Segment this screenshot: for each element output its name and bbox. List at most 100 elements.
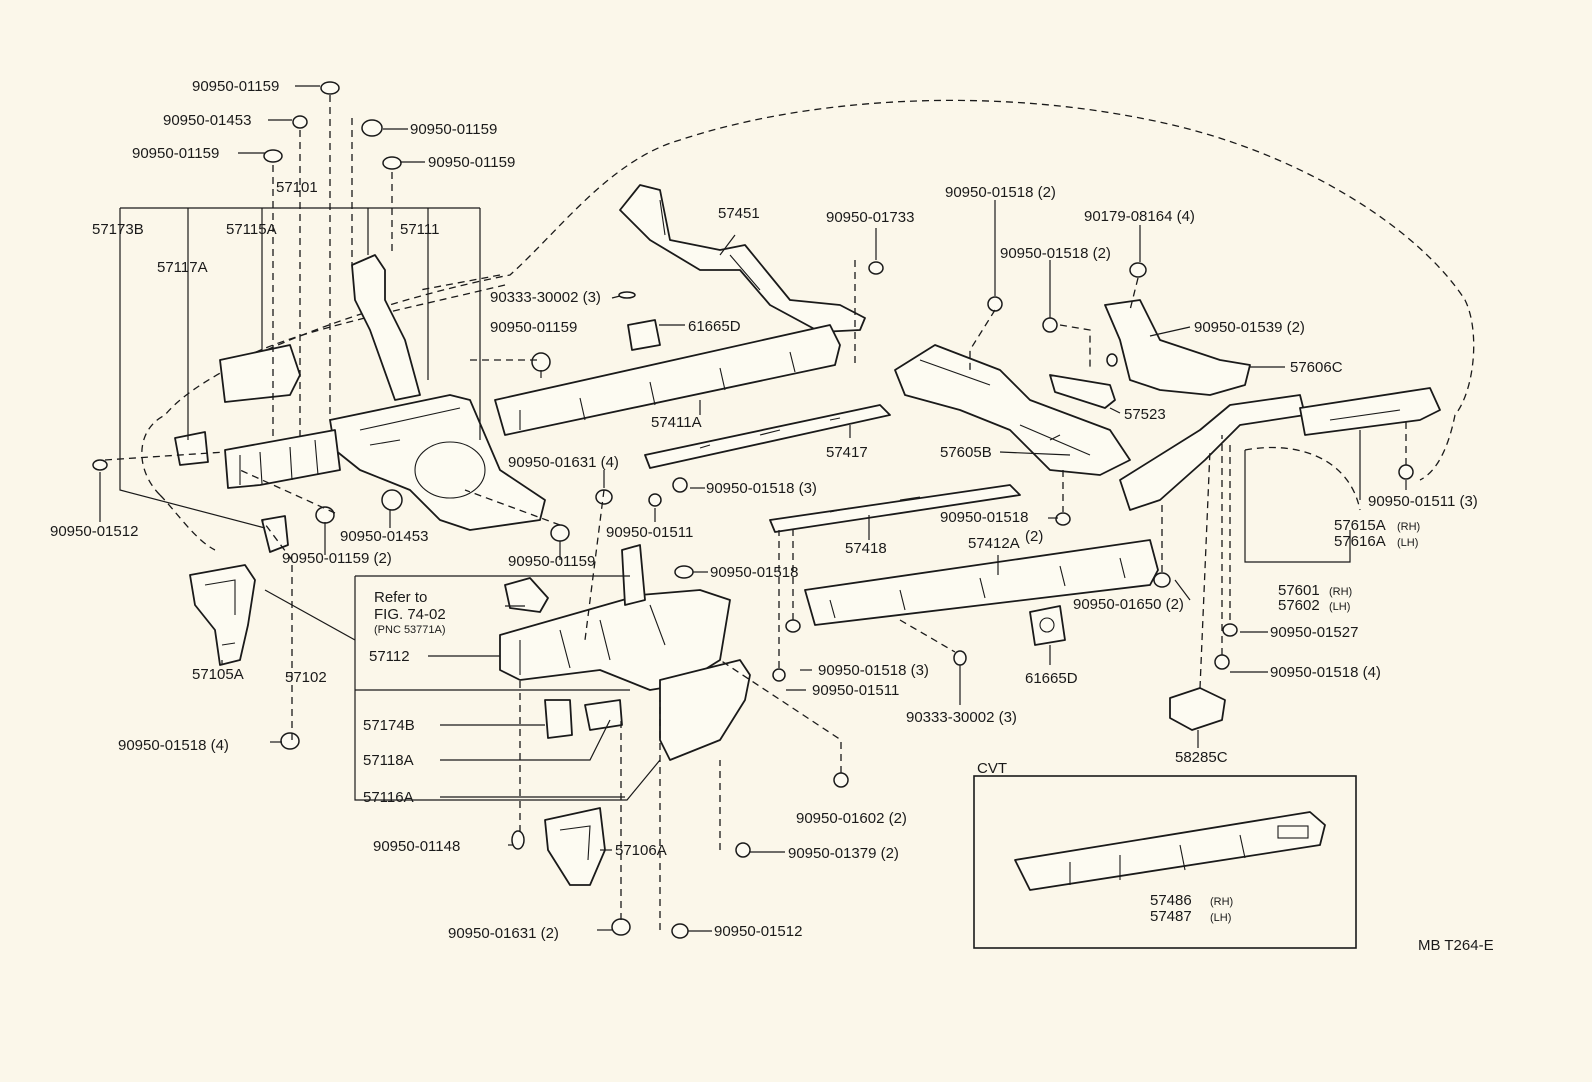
- label-90950-01650: 90950-01650 (2): [1073, 596, 1184, 613]
- label-90950-01159-g: 90950-01159: [490, 319, 577, 336]
- diagram-code: MB T264-E: [1418, 937, 1494, 954]
- label-57605b: 57605B: [940, 444, 992, 461]
- label-61665d-1: 61665D: [688, 318, 741, 335]
- rear-wheel-arch: [1244, 446, 1361, 511]
- part-57451-member: [619, 184, 866, 333]
- label-90950-01527: 90950-01527: [1270, 624, 1358, 641]
- label-90950-01512-a: 90950-01512: [50, 523, 138, 540]
- label-57615a: 57615A: [1334, 517, 1386, 534]
- part-57601-member: [1119, 394, 1306, 511]
- label-57105a: 57105A: [192, 666, 244, 683]
- label-57116a: 57116A: [363, 789, 414, 806]
- part-refer-bracket: [504, 577, 549, 613]
- label-90950-01539: 90950-01539 (2): [1194, 319, 1305, 336]
- part-57418-rail: [769, 484, 1021, 533]
- label-57451: 57451: [718, 205, 760, 222]
- label-90950-01453-a: 90950-01453: [163, 112, 251, 129]
- label-57106a: 57106A: [615, 842, 667, 859]
- label-90950-01631-a: 90950-01631 (2): [448, 925, 559, 942]
- label-58285c: 58285C: [1175, 749, 1228, 766]
- label-90950-01631-b: 90950-01631 (4): [508, 454, 619, 471]
- label-90950-01159-b: 90950-01159: [410, 121, 497, 138]
- label-90333-30002-a: 90333-30002 (3): [490, 289, 601, 306]
- label-90950-01511-c: 90950-01511 (3): [1368, 493, 1478, 510]
- label-90950-01518-h: 90950-01518 (4): [1270, 664, 1381, 681]
- part-labels: 57101 57173B 57115A 57111 57117A 57105A …: [92, 179, 1420, 925]
- part-57173b-bracket: [174, 431, 209, 466]
- label-57487: 57487: [1150, 908, 1192, 925]
- label-57602-lh: (LH): [1329, 601, 1350, 613]
- label-90950-01159-f: 90950-01159: [508, 553, 595, 570]
- label-90950-01159-d: 90950-01159: [428, 154, 515, 171]
- part-57117a-block: [219, 344, 301, 403]
- label-90950-01518-b: 90950-01518: [710, 564, 798, 581]
- part-57106a-bracket: [544, 807, 606, 886]
- refer-line-3: (PNC 53771A): [374, 624, 446, 636]
- label-57523: 57523: [1124, 406, 1166, 423]
- part-57417-rail: [644, 404, 891, 469]
- label-57115a: 57115A: [226, 221, 277, 238]
- refer-line-2: FIG. 74-02: [374, 606, 446, 623]
- part-bracket-small-left: [261, 515, 289, 553]
- clip-labels: 90950-01159 90950-01453 90950-01159 9095…: [50, 78, 1478, 942]
- refer-note: Refer to FIG. 74-02 (PNC 53771A): [374, 589, 446, 636]
- label-90950-01159-e: 90950-01159 (2): [282, 550, 392, 567]
- part-57102-pillar: [621, 544, 646, 606]
- label-90950-01159-a: 90950-01159: [192, 78, 279, 95]
- part-57115a-rail: [224, 429, 341, 489]
- label-57173b: 57173B: [92, 221, 144, 238]
- label-57102: 57102: [285, 669, 327, 686]
- cvt-box: [973, 775, 1357, 949]
- cvt-title: CVT: [977, 760, 1007, 777]
- label-57117a: 57117A: [157, 259, 208, 276]
- part-57523-bracket: [1049, 374, 1116, 409]
- part-58285c-plug: [1169, 687, 1226, 731]
- part-61665d-plug-1: [627, 319, 661, 351]
- part-57101-pillar: [351, 254, 421, 401]
- label-57615a-rh: (RH): [1397, 521, 1420, 533]
- label-57601-rh: (RH): [1329, 586, 1352, 598]
- part-57606c-bracket: [1104, 299, 1251, 396]
- label-90950-01733: 90950-01733: [826, 209, 914, 226]
- label-57101: 57101: [276, 179, 318, 196]
- label-57118a: 57118A: [363, 752, 414, 769]
- part-57105a-bracket: [189, 564, 256, 666]
- label-57602: 57602: [1278, 597, 1320, 614]
- label-57112: 57112: [369, 648, 410, 665]
- label-57412a: 57412A: [968, 535, 1020, 552]
- label-90950-01518-f: 90950-01518: [940, 509, 1028, 526]
- part-61665d-plug-2: [1029, 605, 1066, 646]
- label-61665d-2: 61665D: [1025, 670, 1078, 687]
- part-57605b-crossmember: [894, 344, 1131, 476]
- label-57601: 57601: [1278, 582, 1320, 599]
- assembly-dashed-lines: [104, 95, 1407, 930]
- label-57174b: 57174B: [363, 717, 415, 734]
- label-90950-01518-e: 90950-01518 (2): [1000, 245, 1111, 262]
- label-90950-01159-c: 90950-01159: [132, 145, 219, 162]
- part-57615a-extension: [1299, 387, 1441, 436]
- part-57486-rail: [1014, 811, 1326, 891]
- label-57606c: 57606C: [1290, 359, 1343, 376]
- label-90950-01453-b: 90950-01453: [340, 528, 428, 545]
- label-90950-01512-b: 90950-01512: [714, 923, 802, 940]
- part-57116a-panel: [659, 659, 751, 761]
- label-90950-01148: 90950-01148: [373, 838, 460, 855]
- label-57616a: 57616A: [1334, 533, 1386, 550]
- label-90950-01518-f-qty: (2): [1025, 528, 1043, 545]
- label-90950-01511-b: 90950-01511: [812, 682, 899, 699]
- part-57111-apron: [329, 394, 546, 531]
- label-57486-rh: (RH): [1210, 896, 1233, 908]
- label-90950-01379: 90950-01379 (2): [788, 845, 899, 862]
- part-57118a-bracket: [584, 699, 623, 731]
- label-57486: 57486: [1150, 892, 1192, 909]
- part-57174b-bracket: [544, 699, 573, 739]
- label-57111: 57111: [400, 221, 440, 238]
- part-57411a-rail: [494, 324, 841, 436]
- label-90950-01518-d: 90950-01518 (2): [945, 184, 1056, 201]
- leader-lines: [99, 85, 1407, 932]
- label-57411a: 57411A: [651, 414, 702, 431]
- label-90950-01602: 90950-01602 (2): [796, 810, 907, 827]
- label-57487-lh: (LH): [1210, 912, 1231, 924]
- label-57616a-lh: (LH): [1397, 537, 1418, 549]
- vehicle-outline-lower: [159, 274, 506, 551]
